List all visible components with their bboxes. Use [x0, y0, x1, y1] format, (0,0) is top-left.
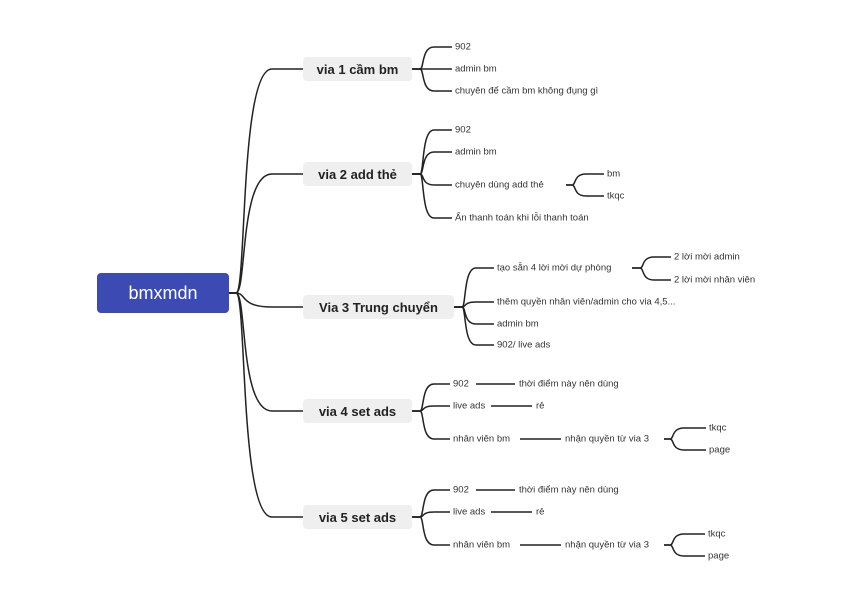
branch-via-3[interactable]: Via 3 Trung chuyển — [303, 295, 454, 319]
connector-line — [632, 267, 671, 281]
leaf[interactable]: chuyên dùng add thẻ — [455, 179, 544, 191]
connector-line — [664, 544, 705, 557]
connector-line — [412, 46, 452, 70]
connector-line — [566, 184, 604, 197]
connector-line — [454, 306, 494, 325]
leaf[interactable]: 902 — [453, 484, 469, 496]
connector-line — [412, 516, 450, 546]
leaf[interactable]: chuyên để cầm bm không đụng gì — [455, 85, 599, 97]
leaf[interactable]: nhận quyền từ via 3 — [565, 433, 650, 445]
leaf[interactable]: admin bm — [455, 146, 497, 158]
leaf[interactable]: tkqc — [708, 528, 726, 540]
leaf[interactable]: page — [709, 444, 731, 456]
root-node[interactable]: bmxmdn — [97, 273, 229, 313]
connector-line — [664, 533, 705, 546]
leaf[interactable]: tkqc — [709, 422, 727, 434]
leaf[interactable]: 902 — [455, 41, 471, 53]
leaf[interactable]: tạo sẵn 4 lời mời dự phòng — [497, 262, 612, 274]
leaf[interactable]: 902 — [455, 124, 471, 136]
leaf[interactable]: 2 lời mời nhân viên — [674, 274, 756, 286]
leaf[interactable]: admin bm — [497, 318, 539, 330]
leaf[interactable]: page — [708, 550, 730, 562]
leaf[interactable]: thời điểm này nên dùng — [519, 378, 619, 390]
leaf[interactable]: tkqc — [607, 190, 625, 202]
connector-line — [664, 427, 706, 440]
connector-line — [412, 489, 450, 518]
connector-line — [412, 383, 450, 412]
leaf[interactable]: admin bm — [455, 63, 497, 75]
connector-line — [664, 438, 706, 451]
connector-line — [632, 256, 671, 269]
leaf[interactable]: rẻ — [536, 506, 545, 518]
leaf[interactable]: Ẩn thanh toán khi lỗi thanh toán — [455, 212, 589, 224]
branch-via-2[interactable]: via 2 add thẻ — [303, 162, 412, 186]
connector-line — [229, 173, 303, 294]
leaf[interactable]: rẻ — [536, 400, 545, 412]
leaf[interactable]: 902 — [453, 378, 469, 390]
leaf[interactable]: live ads — [453, 506, 486, 518]
leaf[interactable]: nhân viên bm — [453, 539, 511, 551]
leaf[interactable]: thời điểm này nên dùng — [519, 484, 619, 496]
leaf[interactable]: 902/ live ads — [497, 339, 551, 351]
connector-line — [412, 151, 452, 175]
connector-line — [412, 173, 452, 186]
leaf[interactable]: bm — [607, 168, 621, 180]
connector-line — [229, 292, 303, 518]
connector-line — [412, 410, 450, 440]
branch-via-1[interactable]: via 1 cầm bm — [303, 57, 412, 81]
branch-via-5[interactable]: via 5 set ads — [303, 505, 412, 529]
leaf[interactable]: nhận quyền từ via 3 — [565, 539, 650, 551]
leaf[interactable]: thêm quyền nhân viên/admin cho via 4,5..… — [497, 296, 676, 308]
connector-line — [412, 68, 452, 92]
branch-via-4[interactable]: via 4 set ads — [303, 399, 412, 423]
leaf[interactable]: 2 lời mời admin — [674, 251, 740, 263]
leaf[interactable]: live ads — [453, 400, 486, 412]
connector-line — [566, 173, 604, 186]
leaf[interactable]: nhân viên bm — [453, 433, 511, 445]
connector-line — [229, 68, 303, 294]
connector-line — [412, 173, 452, 219]
connector-line — [454, 267, 494, 308]
connector-line — [454, 306, 494, 346]
